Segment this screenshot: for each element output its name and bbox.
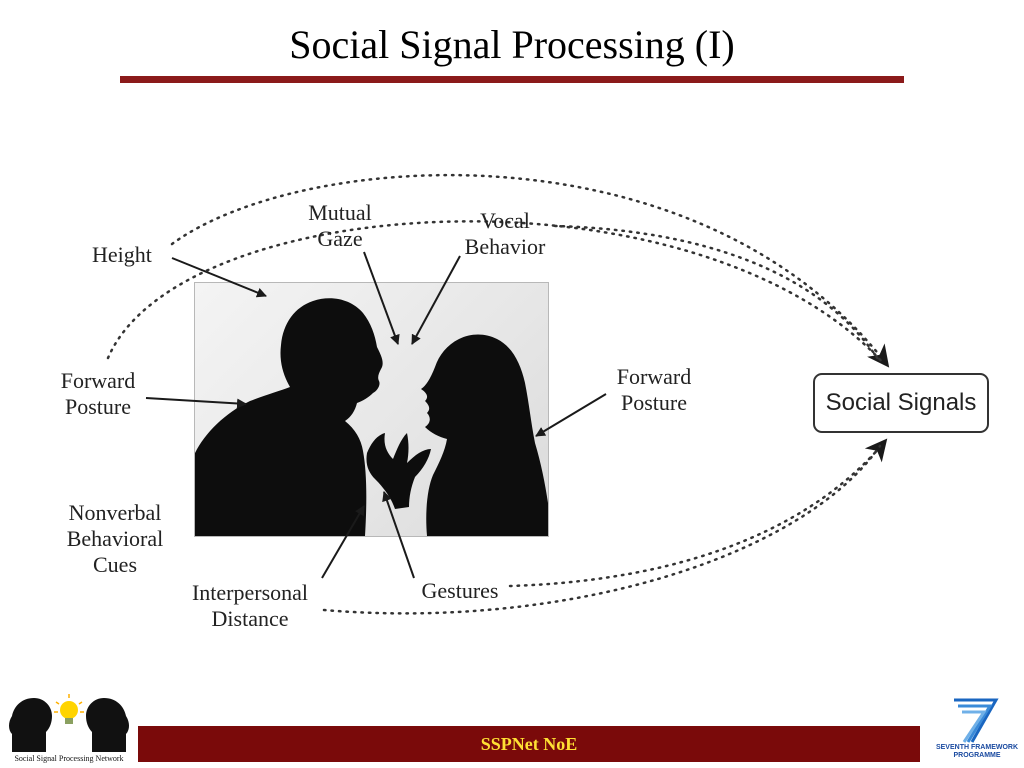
label-nonverbal-line1: Nonverbal bbox=[68, 500, 162, 525]
label-forward-right-line1: Forward bbox=[616, 364, 692, 389]
label-nonverbal-cues: Nonverbal Behavioral Cues bbox=[52, 500, 178, 578]
left-head-icon bbox=[9, 698, 52, 752]
dotted-curve-distance bbox=[322, 444, 882, 615]
arrow-interpersonal bbox=[321, 505, 365, 579]
label-forward-left-line2: Posture bbox=[65, 394, 131, 419]
social-signals-box: Social Signals bbox=[813, 373, 989, 433]
dotted-curve-outer bbox=[170, 173, 890, 368]
fp7-caption-line1: SEVENTH FRAMEWORK bbox=[935, 744, 1019, 751]
label-interpersonal-line1: Interpersonal bbox=[191, 580, 309, 605]
label-vocal-line1: Vocal bbox=[480, 208, 530, 233]
label-forward-right-line2: Posture bbox=[621, 390, 687, 415]
label-forward-left-line1: Forward bbox=[60, 368, 136, 393]
silhouette-art bbox=[195, 298, 548, 536]
fp7-logo-caption: SEVENTH FRAMEWORK PROGRAMME bbox=[934, 744, 1020, 760]
fp7-caption-line2: PROGRAMME bbox=[953, 752, 1001, 759]
sspnet-logo-art bbox=[9, 694, 129, 752]
arrow-height bbox=[171, 257, 267, 298]
footer-bar: SSPNet NoE bbox=[138, 726, 920, 762]
arrow-gestures bbox=[382, 491, 415, 579]
sspnet-logo-caption: Social Signal Processing Network bbox=[14, 754, 124, 763]
fp7-logo-art bbox=[954, 698, 999, 743]
dotted-curve-gestures bbox=[508, 438, 888, 588]
label-vocal-behavior: Vocal Behavior bbox=[452, 208, 558, 260]
lightbulb-icon bbox=[60, 701, 78, 719]
label-forward-posture-right: Forward Posture bbox=[606, 364, 702, 416]
label-mutual-gaze-line1: Mutual bbox=[308, 200, 372, 225]
label-height: Height bbox=[92, 242, 152, 267]
woman-silhouette bbox=[421, 334, 548, 536]
sspnet-logo: Social Signal Processing Network bbox=[4, 690, 134, 768]
arrow-forward-left bbox=[145, 397, 247, 409]
label-gestures: Gestures bbox=[421, 578, 499, 603]
arrow-vocal bbox=[411, 255, 461, 345]
dotted-curve-mid bbox=[106, 220, 886, 366]
label-interpersonal-distance: Interpersonal Distance bbox=[176, 580, 324, 632]
label-nonverbal-line3: Cues bbox=[93, 552, 137, 577]
label-mutual-gaze-line2: Gaze bbox=[317, 226, 363, 251]
footer-text: SSPNet NoE bbox=[480, 733, 578, 754]
dotted-curve-vocal bbox=[553, 224, 882, 364]
slide-title: Social Signal Processing (I) bbox=[289, 22, 735, 67]
label-forward-posture-left: Forward Posture bbox=[50, 368, 146, 420]
label-vocal-line2: Behavior bbox=[464, 234, 546, 259]
arrow-mutual-gaze bbox=[363, 251, 400, 345]
arrow-forward-right bbox=[535, 393, 607, 437]
right-head-icon bbox=[86, 698, 129, 752]
gesturing-hands bbox=[366, 433, 431, 509]
fp7-logo: SEVENTH FRAMEWORK PROGRAMME bbox=[934, 694, 1020, 766]
man-silhouette bbox=[195, 298, 383, 536]
title-rule bbox=[120, 76, 904, 83]
label-nonverbal-line2: Behavioral bbox=[66, 526, 164, 551]
label-interpersonal-line2: Distance bbox=[211, 606, 289, 631]
silhouette-photo bbox=[194, 282, 549, 537]
label-mutual-gaze: Mutual Gaze bbox=[300, 200, 380, 252]
